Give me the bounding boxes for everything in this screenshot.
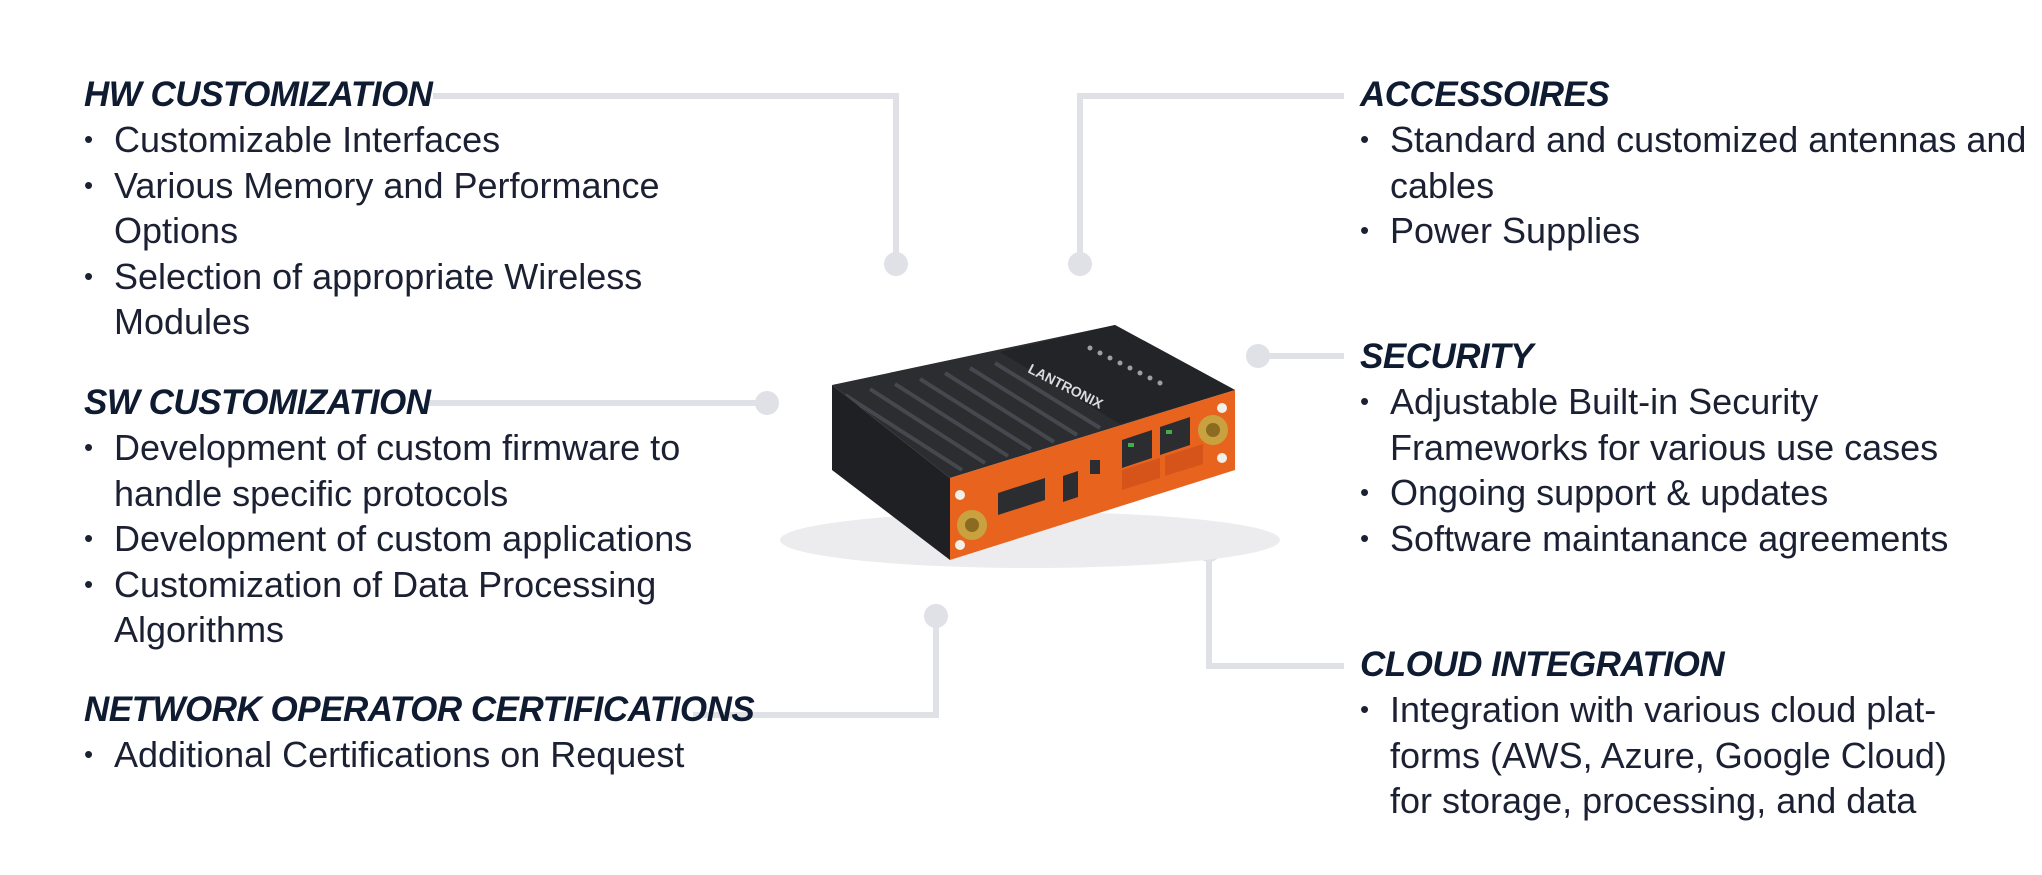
connector-accessoires xyxy=(1077,93,1344,264)
connector-dot-security xyxy=(1246,344,1270,368)
list-item: Customization of Data Processing Algorit… xyxy=(84,562,734,653)
device-leds xyxy=(1087,345,1163,386)
device-antenna-connectors xyxy=(957,415,1228,540)
section-network-operator-certifications: NETWORK OPERATOR CERTIFICATIONS Addition… xyxy=(84,687,804,778)
section-title: CLOUD INTEGRATION xyxy=(1360,645,1725,684)
section-title: ACCESSOIRES xyxy=(1360,75,1610,114)
connector-dot-accessoires xyxy=(1068,252,1092,276)
section-security: SECURITY Adjustable Built-in Security Fr… xyxy=(1360,334,2020,561)
device-usb-port xyxy=(1063,471,1078,502)
section-hw-customization: HW CUSTOMIZATION Customizable Interfaces… xyxy=(84,72,784,345)
list-item: Power Supplies xyxy=(1360,208,2020,254)
bullet-list: Additional Certifications on Request xyxy=(84,732,804,778)
bullet-list: Integration with various cloud plat-form… xyxy=(1360,687,2020,824)
list-item: Additional Certifications on Request xyxy=(84,732,804,778)
section-accessoires: ACCESSOIRES Standard and customized ante… xyxy=(1360,72,2026,254)
device-screws xyxy=(955,403,1227,550)
section-title: NETWORK OPERATOR CERTIFICATIONS xyxy=(84,690,755,729)
list-item: Various Memory and Performance Options xyxy=(84,163,734,254)
connector-dot-sw xyxy=(755,391,779,415)
section-title: HW CUSTOMIZATION xyxy=(84,75,433,114)
section-title: SW CUSTOMIZATION xyxy=(84,383,431,422)
connector-network xyxy=(693,616,939,718)
connector-cloud xyxy=(1206,550,1344,669)
list-item: Integration with various cloud plat-form… xyxy=(1360,687,1990,824)
list-item: Selection of appropriate Wireless Module… xyxy=(84,254,734,345)
device-terminal-blocks xyxy=(1122,444,1203,490)
bullet-list: Adjustable Built-in Security Frameworks … xyxy=(1360,379,2020,561)
connector-dot-hw xyxy=(884,252,908,276)
bullet-list: Development of custom firmware to handle… xyxy=(84,425,784,653)
device-button xyxy=(1090,460,1100,474)
device-serial-port xyxy=(998,478,1045,515)
section-title: SECURITY xyxy=(1360,337,1533,376)
connector-hw xyxy=(433,93,899,264)
device-left-side xyxy=(832,385,950,560)
section-cloud-integration: CLOUD INTEGRATION Integration with vario… xyxy=(1360,642,2020,824)
bullet-list: Standard and customized antennas and cab… xyxy=(1360,117,2026,254)
list-item: Ongoing support & updates xyxy=(1360,470,2020,516)
device-shadow xyxy=(780,512,1280,568)
list-item: Standard and customized antennas and cab… xyxy=(1360,117,2030,208)
list-item: Development of custom applications xyxy=(84,516,784,562)
list-item: Development of custom firmware to handle… xyxy=(84,425,754,516)
device-top-panel xyxy=(1000,325,1235,424)
bullet-list: Customizable Interfaces Various Memory a… xyxy=(84,117,784,345)
section-sw-customization: SW CUSTOMIZATION Development of custom f… xyxy=(84,380,784,653)
list-item: Customizable Interfaces xyxy=(84,117,784,163)
device-ethernet-ports xyxy=(1122,417,1190,468)
connector-dot-network xyxy=(924,604,948,628)
list-item: Adjustable Built-in Security Frameworks … xyxy=(1360,379,1990,470)
list-item: Software maintanance agreements xyxy=(1360,516,2020,562)
